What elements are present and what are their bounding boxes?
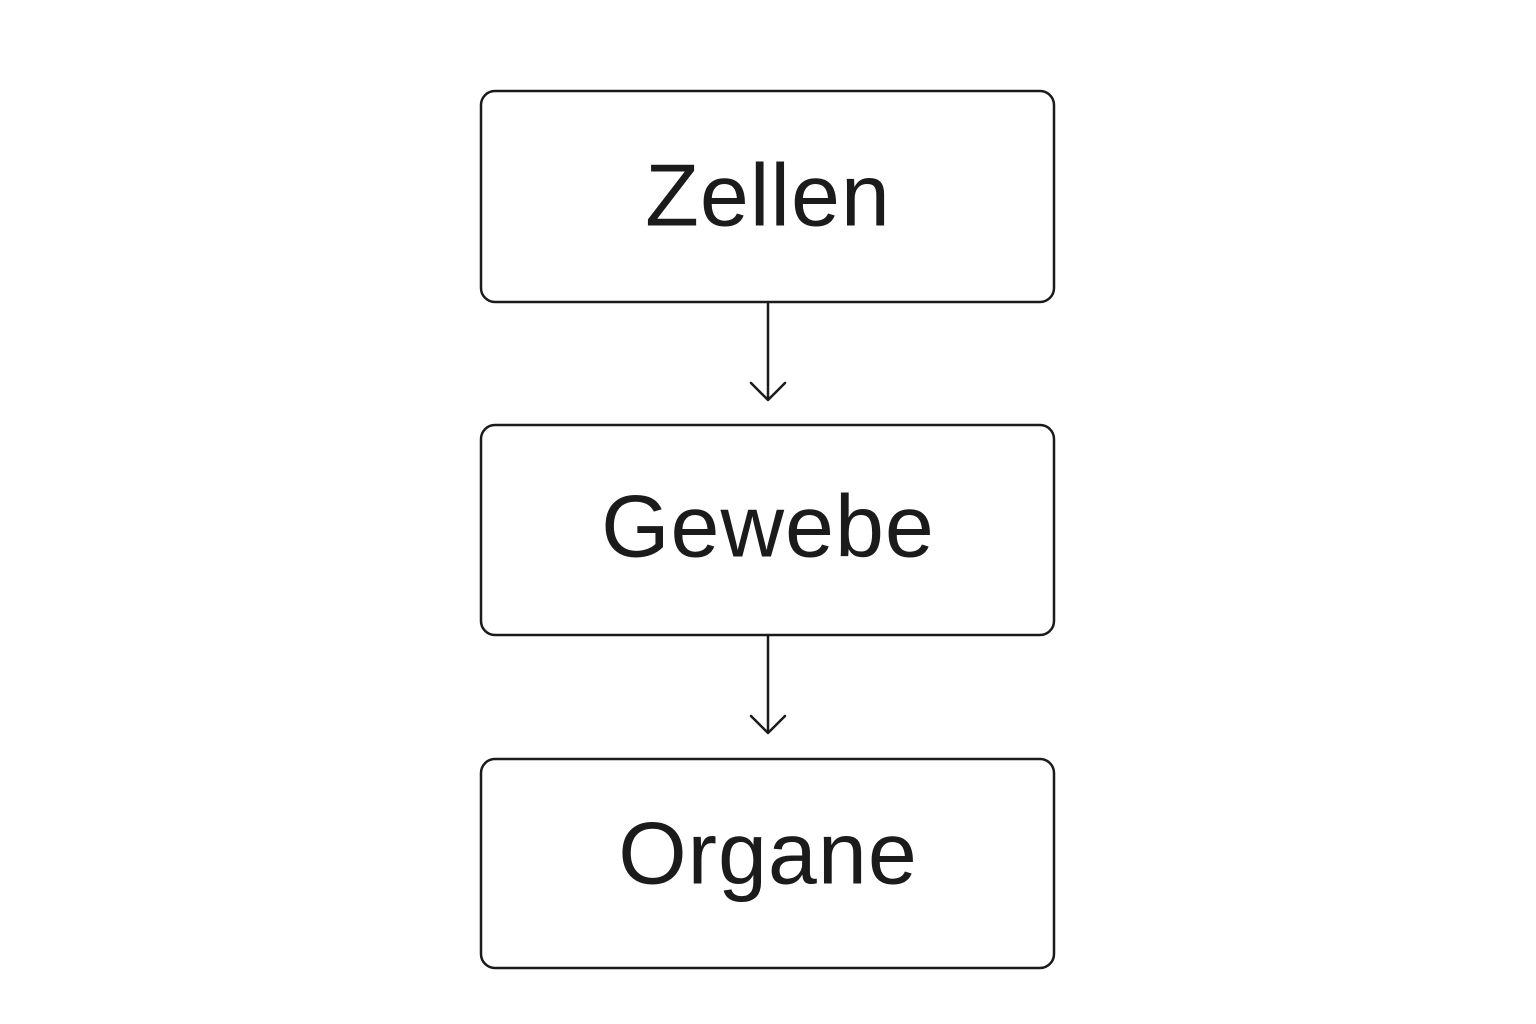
edge-gewebe-to-organe <box>749 635 787 735</box>
edge-zellen-to-gewebe <box>749 302 787 402</box>
node-gewebe: Gewebe <box>479 423 1056 637</box>
node-zellen: Zellen <box>479 89 1056 304</box>
arrowhead-icon <box>749 381 787 402</box>
node-organe: Organe <box>479 757 1056 970</box>
arrowhead-icon <box>749 714 787 735</box>
node-label-zellen: Zellen <box>645 145 891 244</box>
node-label-organe: Organe <box>618 803 918 902</box>
node-box-organe <box>479 757 1056 970</box>
node-label-gewebe: Gewebe <box>601 476 935 575</box>
